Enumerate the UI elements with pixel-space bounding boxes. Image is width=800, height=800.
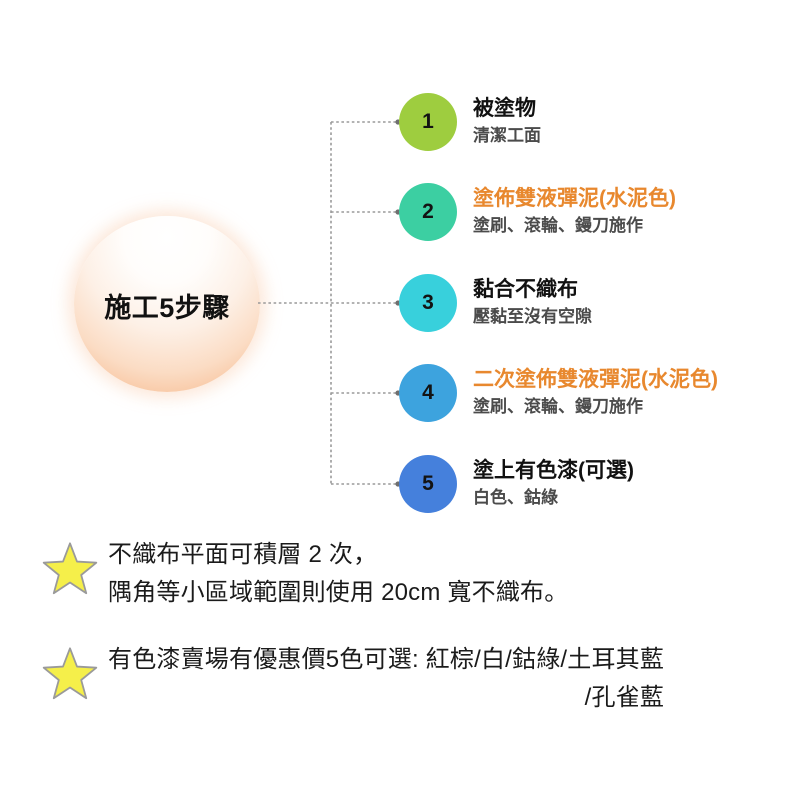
step-number-badge-4: 4 (399, 364, 457, 422)
step-number-badge-3: 3 (399, 274, 457, 332)
note-text-2: 有色漆賣場有優惠價5色可選: 紅棕/白/鈷綠/土耳其藍 /孔雀藍 (108, 641, 664, 717)
step-title-1: 被塗物 (473, 97, 536, 121)
step-subtitle-5: 白色、鈷綠 (473, 488, 558, 508)
step-number-2: 2 (422, 200, 434, 223)
step-item-1[interactable]: 1 被塗物 清潔工面 (399, 93, 541, 151)
step-text-4: 二次塗佈雙液彈泥(水泥色) 塗刷、滾輪、鏝刀施作 (473, 368, 718, 417)
step-text-5: 塗上有色漆(可選) 白色、鈷綠 (473, 459, 634, 508)
hub-circle: 施工5步驟 (74, 216, 260, 392)
step-title-5: 塗上有色漆(可選) (473, 459, 634, 483)
step-item-2[interactable]: 2 塗佈雙液彈泥(水泥色) 塗刷、滾輪、鏝刀施作 (399, 183, 676, 241)
step-subtitle-3: 壓黏至沒有空隙 (473, 307, 592, 327)
step-title-4: 二次塗佈雙液彈泥(水泥色) (473, 368, 718, 392)
step-title-2: 塗佈雙液彈泥(水泥色) (473, 187, 676, 211)
step-number-badge-1: 1 (399, 93, 457, 151)
note-line-2-1: 有色漆賣場有優惠價5色可選: 紅棕/白/鈷綠/土耳其藍 (108, 646, 665, 673)
step-number-5: 5 (422, 472, 434, 495)
step-item-3[interactable]: 3 黏合不織布 壓黏至沒有空隙 (399, 274, 592, 332)
step-text-3: 黏合不織布 壓黏至沒有空隙 (473, 278, 592, 327)
step-title-3: 黏合不織布 (473, 278, 578, 302)
step-subtitle-2: 塗刷、滾輪、鏝刀施作 (473, 216, 643, 236)
step-number-4: 4 (422, 381, 434, 404)
note-block-2: 有色漆賣場有優惠價5色可選: 紅棕/白/鈷綠/土耳其藍 /孔雀藍 (42, 645, 664, 717)
step-subtitle-4: 塗刷、滾輪、鏝刀施作 (473, 397, 643, 417)
step-item-4[interactable]: 4 二次塗佈雙液彈泥(水泥色) 塗刷、滾輪、鏝刀施作 (399, 364, 718, 422)
step-number-1: 1 (422, 110, 434, 133)
note-line-1-2: 隅角等小區域範圍則使用 20cm 寬不織布。 (108, 578, 569, 606)
note-line-2-2: /孔雀藍 (584, 683, 665, 711)
step-text-1: 被塗物 清潔工面 (473, 97, 541, 146)
step-text-2: 塗佈雙液彈泥(水泥色) 塗刷、滾輪、鏝刀施作 (473, 187, 676, 236)
step-subtitle-1: 清潔工面 (473, 126, 541, 146)
note-text-1: 不織布平面可積層 2 次， 隅角等小區域範圍則使用 20cm 寬不織布。 (108, 536, 568, 612)
note-block-1: 不織布平面可積層 2 次， 隅角等小區域範圍則使用 20cm 寬不織布。 (42, 540, 568, 612)
step-number-badge-5: 5 (399, 455, 457, 513)
star-icon (42, 647, 98, 700)
star-icon (42, 542, 98, 595)
step-item-5[interactable]: 5 塗上有色漆(可選) 白色、鈷綠 (399, 455, 634, 513)
hub-label: 施工5步驟 (104, 292, 230, 323)
note-line-1-1: 不織布平面可積層 2 次， (108, 541, 378, 568)
step-number-badge-2: 2 (399, 183, 457, 241)
step-number-3: 3 (422, 291, 434, 314)
